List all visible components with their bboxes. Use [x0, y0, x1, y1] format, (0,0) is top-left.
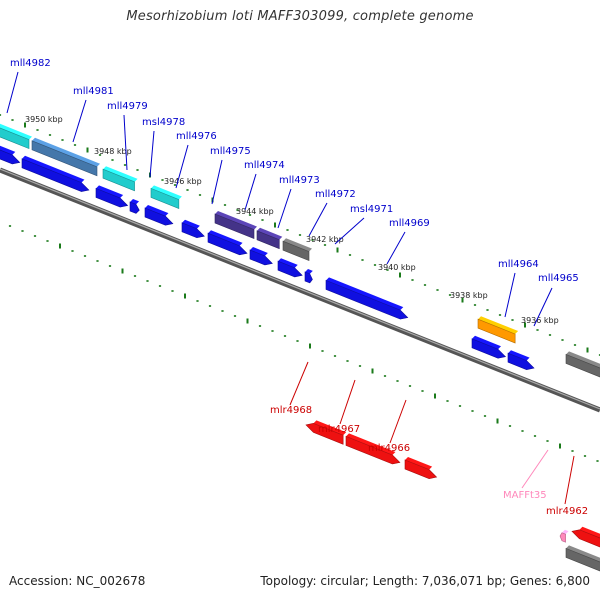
gene-label: msl4978	[142, 117, 185, 128]
leader-line	[533, 287, 553, 327]
gene-reverse-1	[305, 420, 347, 445]
gene-label: mlr4962	[546, 506, 588, 517]
leader-line	[175, 144, 189, 189]
gene-forward-9	[277, 258, 303, 278]
leader-line	[389, 399, 407, 444]
gene-label: mlr4966	[368, 443, 410, 454]
feature-gray-1	[282, 238, 312, 262]
backbone-line	[0, 167, 600, 413]
feature-cyan-3	[150, 185, 182, 209]
gene-label: mlr4967	[318, 424, 360, 435]
leader-line	[521, 449, 549, 489]
gene-forward-6	[181, 219, 205, 239]
leader-line	[72, 99, 87, 143]
leader-line	[339, 379, 356, 425]
leader-line	[6, 71, 19, 114]
scale-label: 3950 kbp	[25, 115, 63, 124]
scale-label: 3940 kbp	[378, 263, 416, 272]
gene-forward-2	[21, 155, 90, 192]
leader-line	[149, 130, 155, 178]
genome-title: Mesorhizobium loti MAFF303099, complete …	[126, 9, 474, 24]
leader-line	[334, 217, 365, 245]
feature-steel-1	[31, 137, 100, 177]
accession-label: Accession: NC_002678	[9, 574, 146, 588]
scale-label: 3936 kbp	[521, 316, 559, 325]
leader-line	[211, 159, 223, 205]
gene-forward-8	[249, 247, 273, 266]
leader-line	[123, 114, 128, 171]
gene-forward-3	[95, 185, 129, 208]
feature-orange-1	[477, 316, 519, 344]
topology-label: Topology: circular; Length: 7,036,071 bp…	[260, 574, 590, 588]
leader-line	[386, 231, 406, 265]
gene-reverse-2	[345, 433, 401, 465]
leader-line	[277, 188, 292, 229]
scale-label: 3946 kbp	[164, 177, 202, 186]
leader-line	[308, 202, 328, 237]
gene-reverse-4	[571, 526, 600, 548]
leader-line	[244, 173, 257, 211]
gene-label: mll4982	[10, 58, 51, 69]
gene-label: mll4964	[498, 259, 539, 270]
feature-indigo-1	[214, 211, 257, 240]
gene-label: mlr4968	[270, 405, 312, 416]
feature-gray-3	[565, 545, 600, 572]
gene-forward-11	[325, 277, 409, 320]
scale-label: 3948 kbp	[94, 147, 132, 156]
gene-forward-12	[471, 335, 507, 359]
gene-label: mll4969	[389, 218, 430, 229]
feature-indigo-2	[256, 227, 283, 250]
gene-forward-1	[0, 145, 21, 165]
backbone-highlight	[0, 168, 600, 410]
leader-line	[504, 272, 516, 318]
gene-label: mll4973	[279, 175, 320, 186]
gene-label: mll4975	[210, 146, 251, 157]
feature-cyan-1	[0, 123, 32, 150]
gene-label: mll4974	[244, 160, 285, 171]
gene-label: msl4971	[350, 204, 393, 215]
gene-reverse-3	[404, 457, 438, 479]
scale-label: 3944 kbp	[236, 207, 274, 216]
leader-line	[289, 361, 309, 406]
gene-trna-1	[559, 529, 569, 543]
gene-label: mll4972	[315, 189, 356, 200]
feature-gray-2	[565, 351, 600, 378]
scale-label: 3942 kbp	[306, 235, 344, 244]
gene-label: mll4981	[73, 86, 114, 97]
gene-label: mll4976	[176, 131, 217, 142]
leader-line	[564, 455, 575, 505]
gene-label: MAFFt35	[503, 490, 547, 501]
gene-forward-7	[207, 230, 248, 256]
gene-forward-5	[144, 205, 174, 226]
gene-forward-13	[507, 350, 535, 370]
gene-forward-10	[304, 269, 313, 284]
feature-cyan-2	[102, 166, 138, 192]
gene-forward-4	[129, 199, 140, 214]
gene-label: mll4965	[538, 273, 579, 284]
scale-label: 3938 kbp	[450, 291, 488, 300]
gene-label: mll4979	[107, 101, 148, 112]
